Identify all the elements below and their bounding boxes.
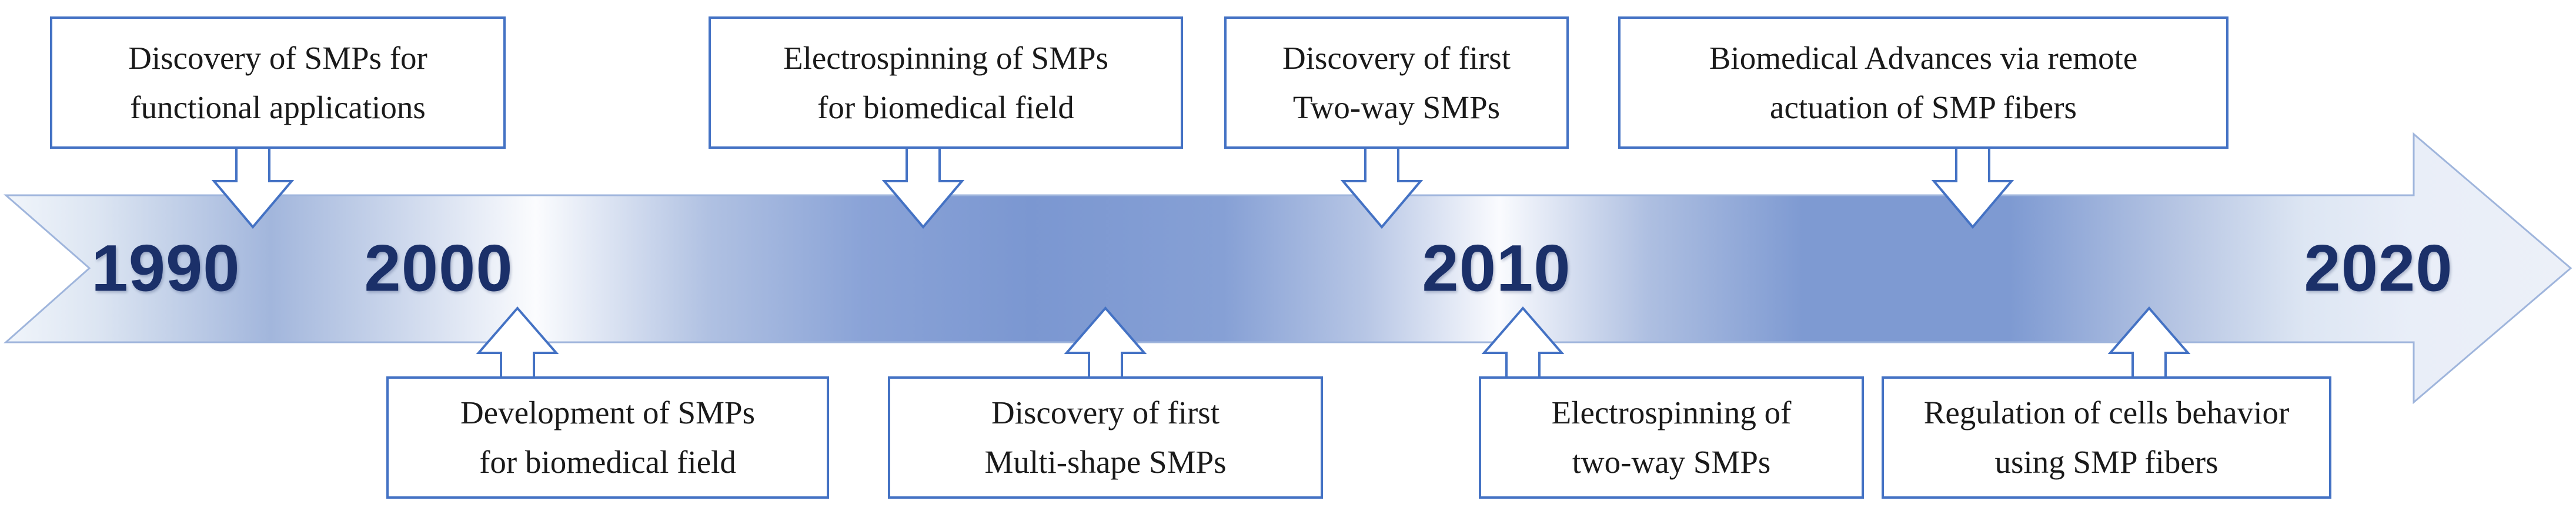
event-text-line: Two-way SMPs	[1292, 89, 1501, 125]
event-box-top-biomedical-advances: Biomedical Advances via remote actuation…	[1618, 16, 2228, 149]
event-text-line: Biomedical Advances via remote	[1709, 39, 2138, 76]
event-text-line: Discovery of first	[1282, 39, 1511, 76]
event-box-bottom-electrospinning-two-way: Electrospinning of two-way SMPs	[1479, 376, 1864, 499]
event-text-line: using SMP fibers	[1994, 444, 2218, 480]
event-box-bottom-development-smps: Development of SMPs for biomedical field	[386, 376, 829, 499]
event-text-line: Electrospinning of SMPs	[783, 39, 1109, 76]
timeline-band-shape	[4, 132, 2572, 405]
event-text-line: Discovery of first	[991, 395, 1219, 431]
pointer-up-multi-shape	[1064, 306, 1147, 383]
year-label-2000: 2000	[364, 231, 513, 305]
pointer-up-development-smps	[476, 306, 559, 383]
year-label-1990: 1990	[91, 231, 240, 305]
year-label-2020: 2020	[2304, 231, 2453, 305]
year-label-2010: 2010	[1422, 231, 1571, 305]
event-text-line: Regulation of cells behavior	[1923, 395, 2290, 431]
event-text-line: Discovery of SMPs for	[128, 39, 427, 76]
pointer-down-biomedical-advances	[1931, 146, 2014, 229]
event-text-line: actuation of SMP fibers	[1770, 89, 2077, 125]
pointer-up-electrospinning-two-way	[1481, 306, 1565, 383]
event-text-line: Multi-shape SMPs	[984, 444, 1227, 480]
event-box-bottom-regulation-cells: Regulation of cells behavior using SMP f…	[1882, 376, 2331, 499]
pointer-down-electrospinning-biomedical	[881, 146, 965, 229]
event-text-line: Development of SMPs	[460, 395, 756, 431]
event-text-line: for biomedical field	[817, 89, 1074, 125]
event-box-bottom-multi-shape: Discovery of first Multi-shape SMPs	[888, 376, 1323, 499]
event-text-line: for biomedical field	[479, 444, 736, 480]
pointer-down-first-two-way	[1340, 146, 1424, 229]
event-text-line: functional applications	[130, 89, 426, 125]
pointer-up-regulation-cells	[2107, 306, 2191, 383]
pointer-down-discovery-functional	[211, 146, 295, 229]
event-text-line: two-way SMPs	[1572, 444, 1771, 480]
event-box-top-discovery-functional: Discovery of SMPs for functional applica…	[50, 16, 506, 149]
event-box-top-first-two-way: Discovery of first Two-way SMPs	[1224, 16, 1569, 149]
event-text-line: Electrospinning of	[1551, 395, 1792, 431]
event-box-top-electrospinning-biomedical: Electrospinning of SMPs for biomedical f…	[709, 16, 1183, 149]
